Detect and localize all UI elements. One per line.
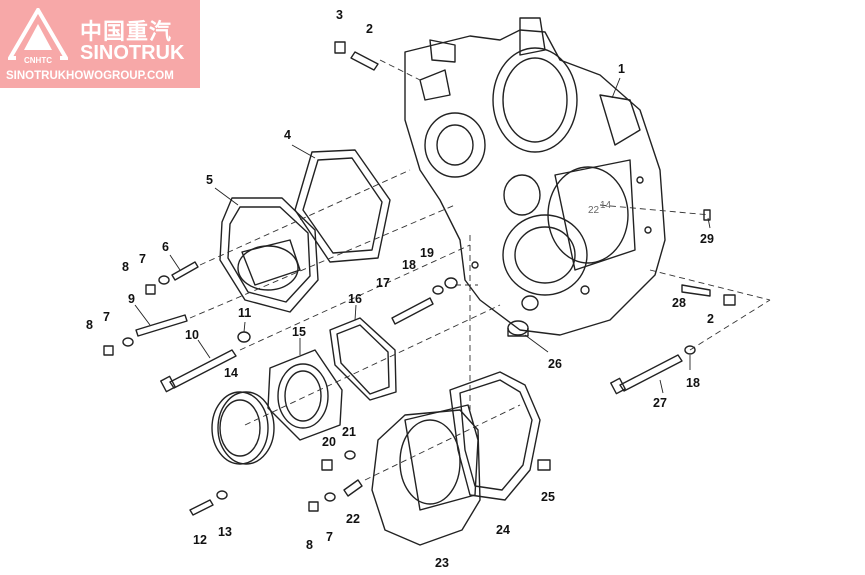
callout-21: 21 xyxy=(342,425,356,439)
callout-19: 19 xyxy=(420,246,434,260)
bolt-6 xyxy=(171,261,199,281)
inner-label-14: 14 xyxy=(600,200,612,211)
bolt-27 xyxy=(610,354,683,395)
callout-27: 27 xyxy=(653,396,667,410)
callout-8: 8 xyxy=(122,260,129,274)
plug-25 xyxy=(537,459,551,471)
svg-text:CNHTC: CNHTC xyxy=(24,56,52,65)
nut-8 xyxy=(145,284,156,295)
nut-2b xyxy=(723,294,736,306)
callout-22: 22 xyxy=(346,512,360,526)
callout-16: 16 xyxy=(348,292,362,306)
callout-18b: 18 xyxy=(686,376,700,390)
gasket-24 xyxy=(449,371,541,501)
washer-19 xyxy=(444,277,458,289)
gasket-16 xyxy=(329,317,397,401)
callout-18: 18 xyxy=(402,258,416,272)
nut-3 xyxy=(334,41,346,54)
washer-7b xyxy=(122,337,134,347)
callout-29: 29 xyxy=(700,232,714,246)
callout-2: 2 xyxy=(366,22,373,36)
label-leaders xyxy=(134,77,711,394)
callout-7b: 7 xyxy=(103,310,110,324)
washer-7 xyxy=(158,275,170,285)
washer-21 xyxy=(344,450,356,460)
cnhtc-emblem-icon: CNHTC xyxy=(8,8,68,65)
oil-seal-14 xyxy=(211,391,275,465)
watermark-chinese-name: 中国重汽 xyxy=(80,20,173,45)
callout-25: 25 xyxy=(541,490,555,504)
inner-label-22: 22 xyxy=(588,205,600,216)
callout-23: 23 xyxy=(435,556,449,570)
callout-12: 12 xyxy=(193,533,207,547)
callout-14: 14 xyxy=(224,366,238,380)
callout-3: 3 xyxy=(336,8,343,22)
adapter-plate-23 xyxy=(371,404,481,546)
pin-29 xyxy=(703,209,711,221)
callout-11: 11 xyxy=(238,306,252,320)
callout-24: 24 xyxy=(496,523,510,537)
callout-4: 4 xyxy=(284,128,291,142)
washer-18 xyxy=(432,285,444,295)
stud-22 xyxy=(343,479,363,497)
callout-7c: 7 xyxy=(326,530,333,544)
nut-20 xyxy=(321,459,333,471)
callout-15: 15 xyxy=(292,325,306,339)
callout-28: 28 xyxy=(672,296,686,310)
washer-18b xyxy=(684,345,696,355)
callout-26: 26 xyxy=(548,357,562,371)
seal-housing-15 xyxy=(267,349,343,441)
watermark-url: SINOTRUKHOWOGROUP.COM xyxy=(6,70,174,82)
callout-20: 20 xyxy=(322,435,336,449)
washer-7c xyxy=(324,492,336,502)
callout-17: 17 xyxy=(376,276,390,290)
gear-housing xyxy=(404,17,666,336)
callout-1: 1 xyxy=(618,62,625,76)
stud-9 xyxy=(135,314,188,337)
plug-26 xyxy=(507,320,529,337)
sinotruk-watermark: CNHTC 中国重汽 SINOTRUK SINOTRUKHOWOGROUP.CO… xyxy=(0,0,200,88)
bolt-10 xyxy=(160,349,237,393)
washer-11 xyxy=(237,331,251,343)
callout-2b: 2 xyxy=(707,312,714,326)
pin-2 xyxy=(350,51,379,71)
nut-8c xyxy=(308,501,319,512)
cover-plate-5 xyxy=(219,197,319,313)
callout-9: 9 xyxy=(128,292,135,306)
washer-13 xyxy=(216,490,228,500)
bolt-12 xyxy=(189,499,214,516)
callout-10: 10 xyxy=(185,328,199,342)
bolt-17 xyxy=(391,297,434,325)
nut-8b xyxy=(103,345,114,356)
callout-13: 13 xyxy=(218,525,232,539)
watermark-brand-name: SINOTRUK xyxy=(80,42,185,64)
callout-7: 7 xyxy=(139,252,146,266)
stud-28 xyxy=(681,284,711,297)
callout-8b: 8 xyxy=(86,318,93,332)
callout-8c: 8 xyxy=(306,538,313,552)
callout-5: 5 xyxy=(206,173,213,187)
alignment-lines xyxy=(189,59,771,481)
callout-6: 6 xyxy=(162,240,169,254)
